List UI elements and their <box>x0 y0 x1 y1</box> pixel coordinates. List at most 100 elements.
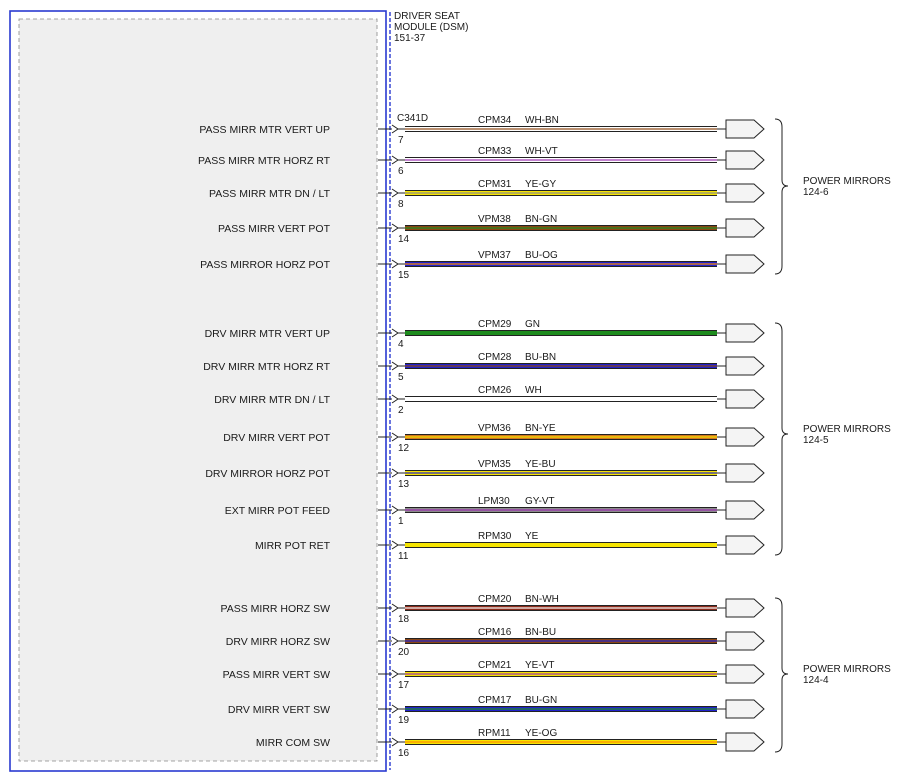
pin-function-label: PASS MIRR VERT POT <box>218 223 331 235</box>
connector-pin-chevron <box>391 636 399 646</box>
connector-pin-chevron <box>391 188 399 198</box>
connector-id: C341D <box>397 113 428 124</box>
wire-tracer-stripe <box>405 607 717 609</box>
circuit-id: CPM31 <box>478 179 512 190</box>
circuit-id: CPM28 <box>478 352 512 363</box>
pin-number: 16 <box>398 748 410 759</box>
pin-number: 5 <box>398 372 404 383</box>
wire-tracer-stripe <box>405 192 717 194</box>
pin-function-label: DRV MIRR MTR HORZ RT <box>203 361 330 373</box>
pin-number: 4 <box>398 339 404 350</box>
pin-function-label: PASS MIRROR HORZ POT <box>200 259 330 271</box>
group-brace <box>774 118 789 275</box>
pin-function-label: PASS MIRR VERT SW <box>223 669 330 681</box>
wire-tracer-stripe <box>405 436 717 438</box>
wire-tracer-stripe <box>405 673 717 675</box>
terminal-flag <box>725 500 765 520</box>
terminal-flag <box>725 218 765 238</box>
pin-function-label: DRV MIRR MTR DN / LT <box>214 394 330 406</box>
pin-function-label: PASS MIRR MTR DN / LT <box>209 188 331 200</box>
group-label: POWER MIRRORS <box>803 176 891 187</box>
connector-pin-chevron <box>391 468 399 478</box>
pin-number: 20 <box>398 647 410 658</box>
pin-function-label: PASS MIRR MTR VERT UP <box>199 124 330 136</box>
wire-color-code: BN-WH <box>525 594 559 605</box>
pin-number: 14 <box>398 234 410 245</box>
wire-color-code: YE-VT <box>525 660 554 671</box>
terminal-flag <box>725 699 765 719</box>
terminal-flag <box>725 732 765 752</box>
wire-color-code: WH-BN <box>525 115 559 126</box>
connector-pin-chevron <box>391 223 399 233</box>
connector-pin-chevron <box>391 328 399 338</box>
wire-tracer-stripe <box>405 365 717 367</box>
terminal-flag <box>725 254 765 274</box>
pin-number: 6 <box>398 166 404 177</box>
wire-color-code: WH-VT <box>525 146 558 157</box>
wire-row: PASS MIRROR HORZ POT 15 VPM37 BU-OG <box>200 250 765 281</box>
wire-tracer-stripe <box>405 708 717 710</box>
pin-number: 17 <box>398 680 410 691</box>
wire-tracer-stripe <box>405 640 717 642</box>
circuit-id: VPM36 <box>478 423 511 434</box>
terminal-flag <box>725 598 765 618</box>
group-label: POWER MIRRORS <box>803 664 891 675</box>
connector-pin-chevron <box>391 505 399 515</box>
pin-function-label: DRV MIRR HORZ SW <box>226 636 330 648</box>
circuit-id: RPM30 <box>478 531 512 542</box>
terminal-flag <box>725 356 765 376</box>
wire-tracer-stripe <box>405 263 717 265</box>
pin-number: 8 <box>398 199 404 210</box>
group-label: POWER MIRRORS <box>803 424 891 435</box>
circuit-id: VPM37 <box>478 250 511 261</box>
pin-function-label: DRV MIRR VERT POT <box>223 432 330 444</box>
connector-pin-chevron <box>391 394 399 404</box>
wire-color-code: YE-BU <box>525 459 556 470</box>
wire-tracer-stripe <box>405 472 717 474</box>
wire-color-code: YE <box>525 531 539 542</box>
connector-pin-chevron <box>391 124 399 134</box>
connector-pin-chevron <box>391 155 399 165</box>
wire-color-code: BU-GN <box>525 695 557 706</box>
wire-color-code: WH <box>525 385 542 396</box>
terminal-flag <box>725 323 765 343</box>
wire-row: MIRR POT RET 11 RPM30 YE <box>255 531 765 562</box>
wire-main-color <box>405 331 717 335</box>
wire-color-code: BU-OG <box>525 250 558 261</box>
pin-function-label: DRV MIRR VERT SW <box>228 704 330 716</box>
circuit-id: RPM11 <box>478 728 511 739</box>
pin-number: 18 <box>398 614 410 625</box>
pin-number: 19 <box>398 715 410 726</box>
group-ref: 124-5 <box>803 435 829 446</box>
wire-color-code: BU-BN <box>525 352 556 363</box>
pin-function-label: MIRR POT RET <box>255 540 331 552</box>
terminal-flag <box>725 183 765 203</box>
pin-function-label: EXT MIRR POT FEED <box>225 505 331 517</box>
circuit-id: CPM26 <box>478 385 512 396</box>
pin-number: 12 <box>398 443 410 454</box>
group-brace <box>774 322 789 556</box>
pin-number: 11 <box>398 551 409 562</box>
connector-pin-chevron <box>391 432 399 442</box>
connector-pin-chevron <box>391 540 399 550</box>
group-brace <box>774 597 789 753</box>
terminal-flag <box>725 389 765 409</box>
circuit-id: VPM38 <box>478 214 511 225</box>
pin-number: 15 <box>398 270 410 281</box>
terminal-flag <box>725 631 765 651</box>
wire-tracer-stripe <box>405 227 717 229</box>
wire-tracer-stripe <box>405 509 717 511</box>
terminal-flag <box>725 664 765 684</box>
wire-main-color <box>405 397 717 401</box>
connector-pin-chevron <box>391 669 399 679</box>
